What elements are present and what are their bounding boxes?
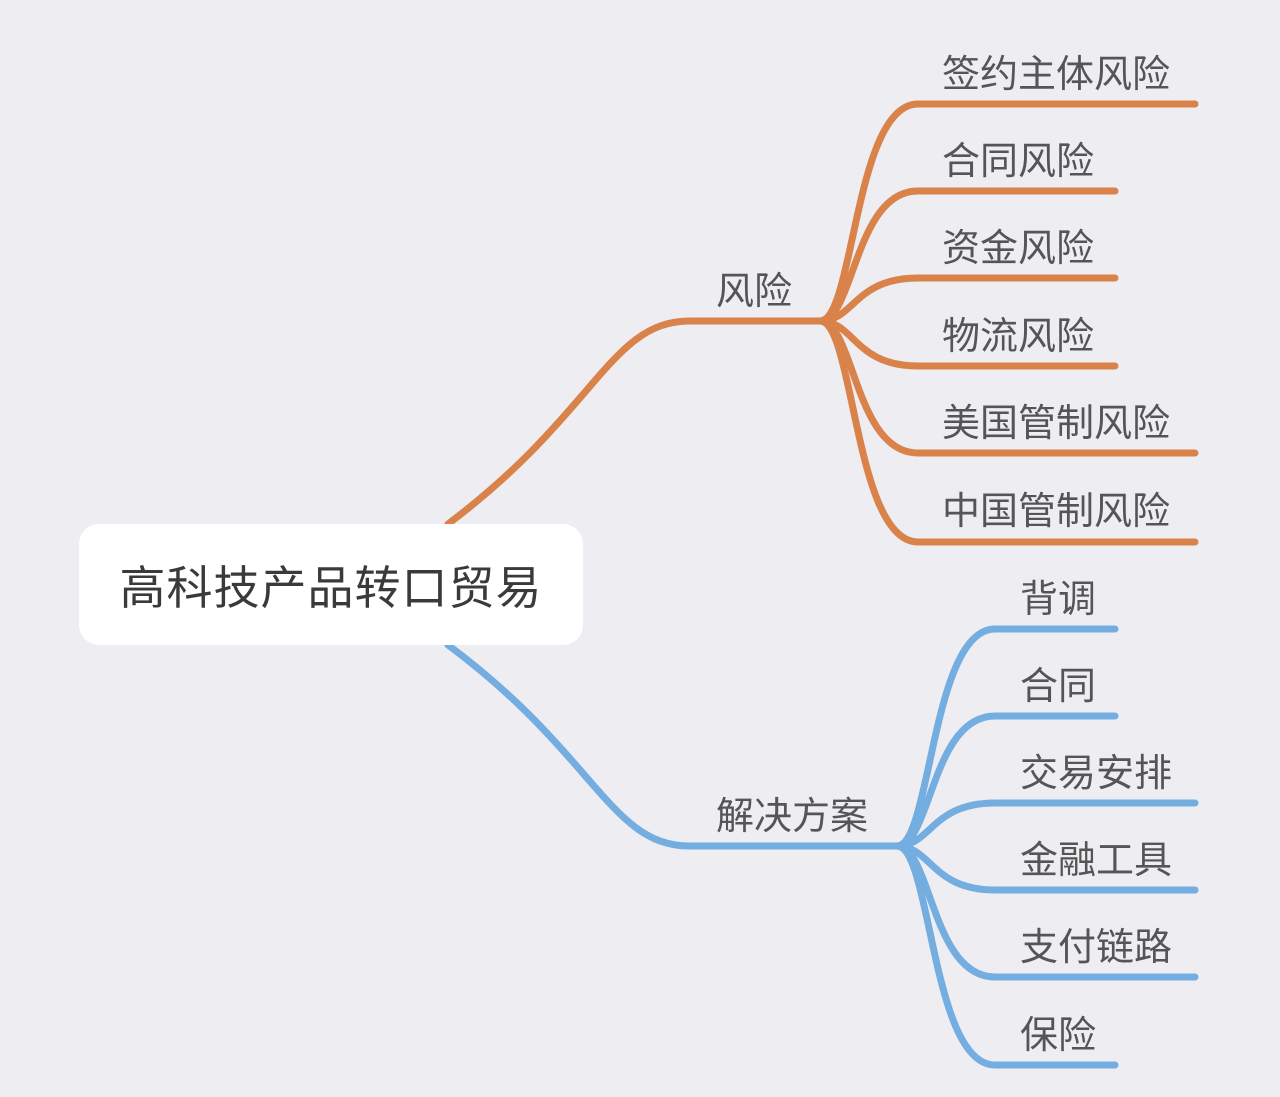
leaf-label-solution-2[interactable]: 合同	[1020, 664, 1097, 708]
leaf-label-solution-1[interactable]: 背调	[1020, 577, 1097, 621]
leaf-connector-1-1	[893, 712, 1119, 850]
leaf-label-risk-4[interactable]: 物流风险	[942, 314, 1095, 358]
leaf-label-solution-5[interactable]: 支付链路	[1020, 925, 1173, 969]
leaf-label-solution-3[interactable]: 交易安排	[1020, 751, 1173, 795]
leaf-label-risk-1[interactable]: 签约主体风险	[942, 52, 1171, 96]
leaf-label-risk-3[interactable]: 资金风险	[942, 226, 1095, 270]
leaf-label-risk-2[interactable]: 合同风险	[942, 139, 1095, 183]
branch-label-solution[interactable]: 解决方案	[716, 794, 869, 838]
leaf-connector-0-1	[816, 187, 1119, 325]
branch-label-risk[interactable]: 风险	[716, 269, 793, 313]
leaf-connector-1-5	[893, 842, 1119, 1069]
leaf-connector-1-0	[893, 625, 1119, 850]
root-label: 高科技产品转口贸易	[119, 560, 543, 615]
branch-connector-1	[444, 641, 901, 850]
leaf-label-risk-5[interactable]: 美国管制风险	[942, 401, 1171, 445]
leaf-connector-0-2	[816, 274, 1119, 325]
leaf-connector-0-5	[816, 317, 1199, 546]
leaf-label-solution-4[interactable]: 金融工具	[1020, 838, 1173, 882]
leaf-label-risk-6[interactable]: 中国管制风险	[942, 489, 1171, 533]
leaf-connector-1-2	[893, 799, 1199, 850]
branch-connector-0	[444, 317, 824, 528]
root-node[interactable]: 高科技产品转口贸易	[79, 524, 583, 645]
leaf-label-solution-6[interactable]: 保险	[1020, 1013, 1097, 1057]
